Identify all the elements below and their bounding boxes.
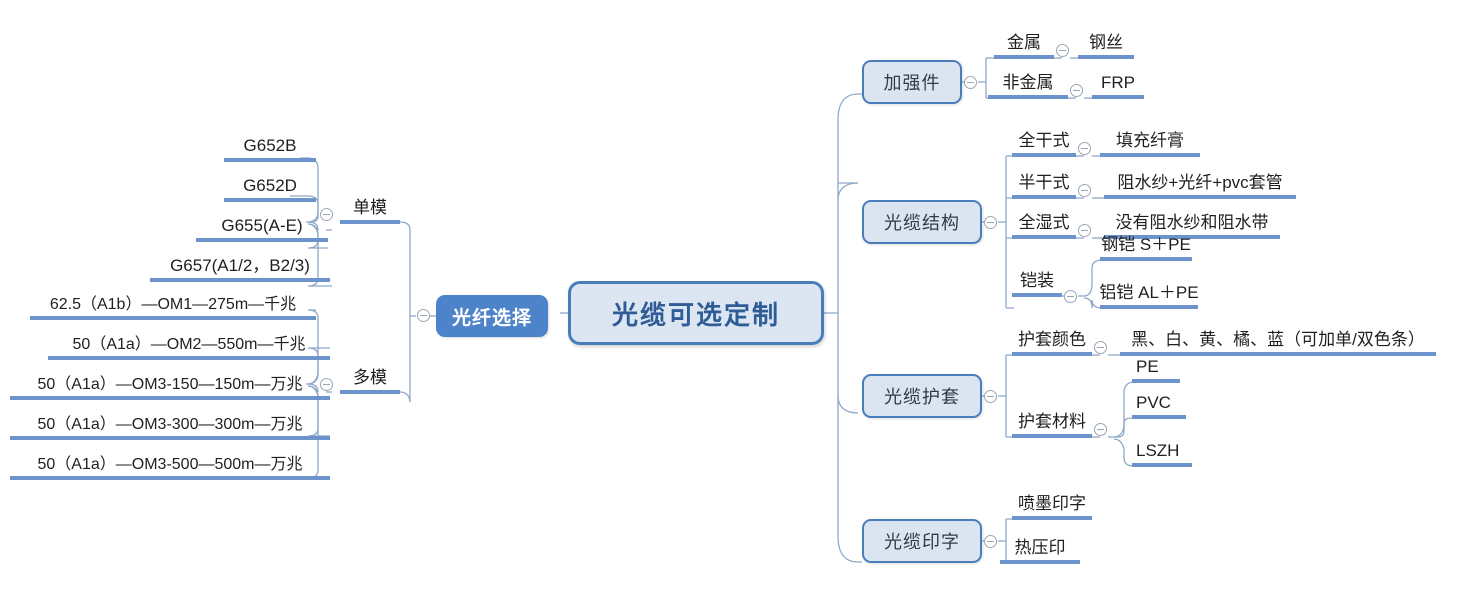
leaf-item[interactable]: 热压印 (1000, 538, 1080, 564)
leaf-item[interactable]: G655(A-E) (196, 216, 328, 242)
leaf-item[interactable]: 喷墨印字 (1012, 494, 1092, 520)
branch-node-strength-member[interactable]: 加强件 (862, 60, 962, 104)
collapse-toggle-icon[interactable] (984, 390, 997, 403)
leaf-item[interactable]: PVC (1132, 393, 1186, 419)
leaf-item[interactable]: G652D (224, 176, 316, 202)
leaf-item[interactable]: 黑、白、黄、橘、蓝（可加单/双色条） (1120, 330, 1436, 356)
sub-node-label[interactable]: 金属 (994, 33, 1054, 59)
collapse-toggle-icon[interactable] (984, 535, 997, 548)
leaf-item[interactable]: PE (1132, 357, 1180, 383)
leaf-item[interactable]: 50（A1a）—OM3-150—150m—万兆 (10, 376, 330, 400)
leaf-item[interactable]: 阻水纱+光纤+pvc套管 (1104, 173, 1296, 199)
leaf-item[interactable]: 50（A1a）—OM3-300—300m—万兆 (10, 416, 330, 440)
leaf-item[interactable]: 钢铠 S＋PE (1100, 235, 1192, 261)
sub-node-label[interactable]: 护套颜色 (1012, 330, 1092, 356)
sub-node-label[interactable]: 全干式 (1012, 131, 1076, 157)
leaf-item[interactable]: 钢丝 (1078, 33, 1134, 59)
group-label-single-mode[interactable]: 单模 (340, 198, 400, 224)
collapse-toggle-icon[interactable] (1078, 142, 1091, 155)
leaf-item[interactable]: 填充纤膏 (1100, 131, 1200, 157)
leaf-item[interactable]: 62.5（A1b）—OM1—275m—千兆 (30, 296, 316, 320)
collapse-toggle-icon[interactable] (1070, 84, 1083, 97)
collapse-toggle-icon[interactable] (1094, 341, 1107, 354)
leaf-item[interactable]: G657(A1/2，B2/3) (150, 256, 330, 282)
root-node[interactable]: 光缆可选定制 (568, 281, 824, 345)
group-label-multi-mode[interactable]: 多模 (340, 368, 400, 394)
leaf-item[interactable]: 没有阻水纱和阻水带 (1104, 213, 1280, 239)
leaf-item[interactable]: G652B (224, 136, 316, 162)
sub-node-label[interactable]: 铠装 (1012, 271, 1062, 297)
collapse-toggle-icon[interactable] (1078, 224, 1091, 237)
collapse-toggle-icon[interactable] (1064, 290, 1077, 303)
collapse-toggle-icon[interactable] (320, 378, 333, 391)
leaf-item[interactable]: FRP (1092, 73, 1144, 99)
sub-node-label[interactable]: 全湿式 (1012, 213, 1076, 239)
leaf-item[interactable]: 铝铠 AL＋PE (1099, 283, 1199, 309)
sub-node-label[interactable]: 护套材料 (1012, 412, 1092, 438)
sub-node-label[interactable]: 非金属 (988, 73, 1068, 99)
branch-node-cable-printing[interactable]: 光缆印字 (862, 519, 982, 563)
sub-node-label[interactable]: 半干式 (1012, 173, 1076, 199)
collapse-toggle-icon[interactable] (417, 309, 430, 322)
collapse-toggle-icon[interactable] (1094, 423, 1107, 436)
collapse-toggle-icon[interactable] (964, 76, 977, 89)
leaf-item[interactable]: 50（A1a）—OM3-500—500m—万兆 (10, 456, 330, 480)
collapse-toggle-icon[interactable] (984, 216, 997, 229)
collapse-toggle-icon[interactable] (320, 208, 333, 221)
leaf-item[interactable]: LSZH (1132, 441, 1192, 467)
leaf-item[interactable]: 50（A1a）—OM2—550m—千兆 (48, 336, 330, 360)
collapse-toggle-icon[interactable] (1078, 184, 1091, 197)
branch-node-cable-structure[interactable]: 光缆结构 (862, 200, 982, 244)
branch-node-cable-jacket[interactable]: 光缆护套 (862, 374, 982, 418)
node-fiber-selection[interactable]: 光纤选择 (436, 295, 548, 337)
collapse-toggle-icon[interactable] (1056, 44, 1069, 57)
